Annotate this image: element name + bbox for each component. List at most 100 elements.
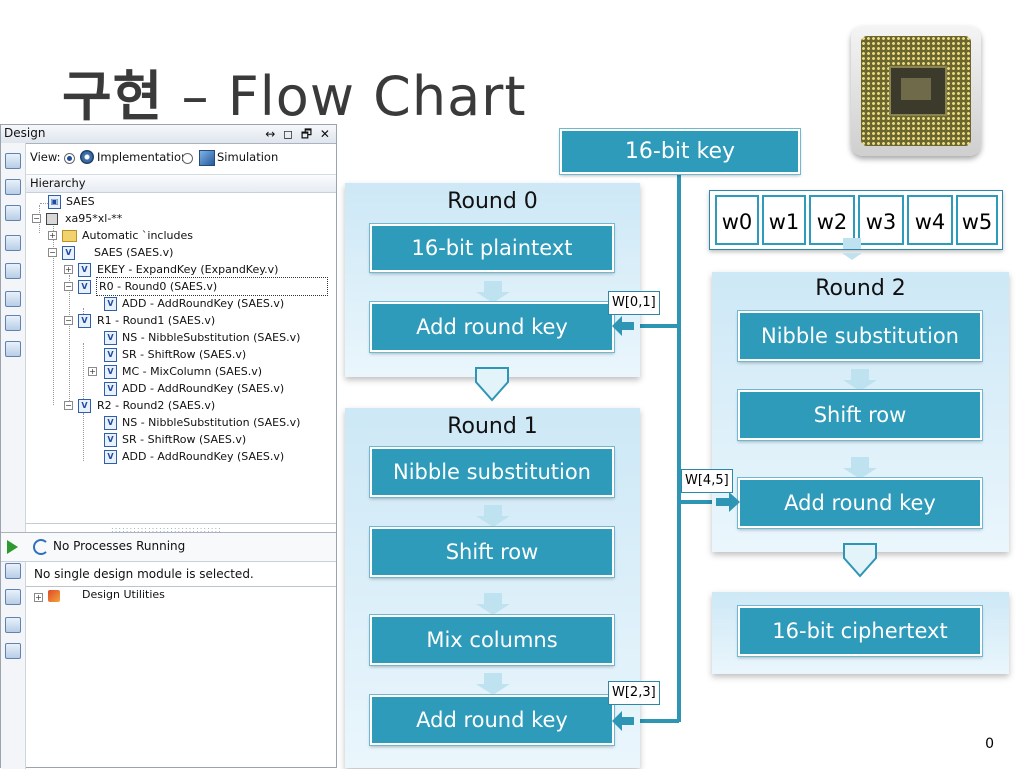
down-arrow [476,673,510,695]
key-arrow-round1 [612,711,634,731]
down-arrow [843,369,877,391]
expand-toggle[interactable]: + [34,593,43,602]
ciphertext-box: 16-bit ciphertext [737,605,983,657]
design-panel-controls[interactable]: ↔ ◻ 🗗 ✕ [265,127,332,141]
pane-divider [26,523,336,525]
round2-key-label: W[4,5] [681,469,733,493]
process-icon-2[interactable] [5,589,21,605]
verilog-file-icon: V [104,365,117,379]
verilog-file-icon: V [78,280,91,294]
title-korean: 구현 [62,65,164,128]
implementation-radio[interactable] [64,153,75,164]
design-utilities-item[interactable]: Design Utilities [82,588,165,601]
title-english: Flow Chart [227,65,527,128]
simulation-label[interactable]: Simulation [217,150,279,164]
simulation-radio[interactable] [182,153,193,164]
chip-die [889,66,947,116]
down-arrow [476,505,510,527]
round0-key-label: W[0,1] [608,291,660,315]
verilog-file-icon: V [104,382,117,396]
round1-nibble-sub-box: Nibble substitution [369,446,615,498]
processes-bar: No Processes Running [1,532,336,562]
verilog-file-icon: V [78,399,91,413]
window-icon[interactable] [5,341,21,357]
project-icon: ▣ [48,195,61,209]
design-panel-header: Design ↔ ◻ 🗗 ✕ [1,125,336,144]
round0-add-round-key-box: Add round key [369,301,615,353]
title-dash: – [163,65,228,128]
device-icon [46,213,58,225]
key-arrow-round0 [612,316,634,336]
hierarchy-header: Hierarchy [26,175,336,193]
design-utilities-icon [48,590,60,602]
key-box: 16-bit key [559,128,801,175]
collapse-toggle[interactable]: − [48,248,57,257]
chip-view-icon[interactable] [5,291,21,307]
round2-add-round-key-box: Add round key [737,477,983,529]
plaintext-box: 16-bit plaintext [369,223,615,273]
verilog-file-icon: V [104,433,117,447]
key-line-round0 [630,324,679,328]
verilog-file-icon: V [104,416,117,430]
round2-shift-row-box: Shift row [737,389,983,441]
collapse-toggle[interactable]: − [64,401,73,410]
properties-icon[interactable] [5,315,21,331]
processes-status: No Processes Running [53,539,186,553]
collapse-toggle[interactable]: − [64,316,73,325]
round0-panel: Round 0 [345,183,640,377]
chip-core [901,78,931,100]
view-selector: View: Implementation Simulation [26,144,336,175]
key-line-round1 [630,719,679,723]
open-file-icon[interactable] [5,263,21,279]
verilog-file-icon: V [104,331,117,345]
round2-panel: Round 2 [712,272,1009,552]
words-down-arrow [842,238,862,260]
verilog-file-icon: V [104,450,117,464]
hierarchy-icon[interactable] [5,235,21,251]
add-copy-source-icon[interactable] [5,205,21,221]
round1-add-round-key-box: Add round key [369,694,615,746]
key-line-vertical [677,174,681,722]
divider [26,586,336,587]
word-cell: w5 [956,195,998,245]
add-source-icon[interactable] [5,179,21,195]
cpu-chip-image [851,26,981,156]
no-selection-message: No single design module is selected. [34,567,254,581]
design-panel: Design ↔ ◻ 🗗 ✕ View: Implementation Simu… [0,124,337,769]
word-cell: w0 [715,195,759,245]
verilog-file-icon: V [78,263,91,277]
round1-title: Round 1 [447,414,538,439]
verilog-file-icon: V [104,348,117,362]
word-cell: w4 [907,195,953,245]
hierarchy-label: Hierarchy [30,176,86,190]
implementation-icon [80,150,94,164]
process-icon-3[interactable] [5,617,21,633]
round0-to-round1-arrow [475,367,509,402]
process-icon-1[interactable] [5,563,21,579]
hierarchy-tree: ▣ SAES − xa95*xl-** + Automatic `include… [26,193,336,523]
collapse-toggle[interactable]: − [64,282,73,291]
view-label: View: [30,150,61,164]
splitter-grip[interactable]: :::::::::::::::::::::::::::::: [111,525,222,534]
round2-title: Round 2 [815,276,906,301]
run-process-icon[interactable] [7,540,18,554]
window-icon-2[interactable] [5,643,21,659]
design-side-toolbar [1,143,26,769]
down-arrow [476,593,510,615]
page-number: 0 [985,736,994,752]
expand-toggle[interactable]: + [88,367,97,376]
expand-toggle[interactable]: + [64,265,73,274]
expand-toggle[interactable]: + [48,231,57,240]
round1-key-label: W[2,3] [608,681,660,705]
implementation-label[interactable]: Implementation [97,150,189,164]
round2-nibble-sub-box: Nibble substitution [737,310,983,362]
word-cell: w3 [858,195,904,245]
new-source-icon[interactable] [5,153,21,169]
collapse-toggle[interactable]: − [32,214,41,223]
folder-icon [62,230,77,242]
key-words-row: w0 w1 w2 w3 w4 w5 [709,190,1003,250]
verilog-file-icon: V [78,314,91,328]
round1-panel: Round 1 [345,408,640,768]
slide-title: 구현 – Flow Chart [62,52,527,131]
key-line-round2 [680,500,720,504]
